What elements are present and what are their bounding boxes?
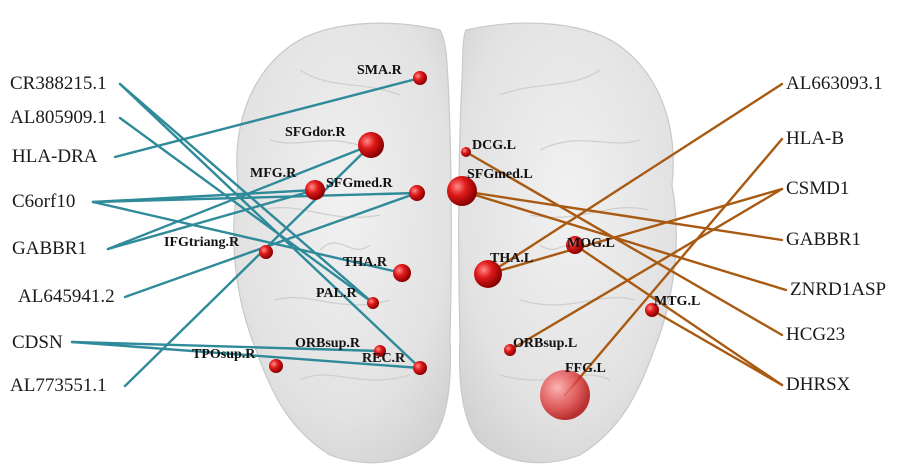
gene-label-left-cdsn: CDSN [12, 332, 63, 353]
region-label-sma-r: SMA.R [357, 63, 403, 78]
gene-label-left-c6orf10: C6orf10 [12, 191, 75, 212]
node-tposup-r [269, 359, 283, 373]
region-label-tposup-r: TPOsup.R [192, 347, 256, 362]
node-sfgdor-r [358, 132, 384, 158]
region-label-tha-r: THA.R [343, 255, 388, 270]
gene-label-left-cr388215.1: CR388215.1 [10, 73, 107, 94]
gene-label-right-hla-b: HLA-B [786, 128, 844, 149]
gene-label-right-hcg23: HCG23 [786, 324, 845, 345]
node-dcg-l [461, 147, 471, 157]
region-label-pal-r: PAL.R [316, 286, 357, 301]
gene-label-left-al805909.1: AL805909.1 [10, 107, 107, 128]
gene-label-left-al773551.1: AL773551.1 [10, 375, 107, 396]
node-rec-r [413, 361, 427, 375]
gene-label-right-al663093.1: AL663093.1 [786, 73, 883, 94]
node-ifgtriang-r [259, 245, 273, 259]
gene-label-right-csmd1: CSMD1 [786, 178, 849, 199]
node-tha-r [393, 264, 411, 282]
region-label-orbsup-l: ORBsup.L [513, 336, 577, 351]
region-label-rec-r: REC.R [362, 351, 406, 366]
node-mfg-r [305, 180, 325, 200]
gene-label-left-al645941.2: AL645941.2 [18, 286, 115, 307]
node-pal-r [367, 297, 379, 309]
region-label-mtg-l: MTG.L [654, 294, 700, 309]
gene-label-right-dhrsx: DHRSX [786, 374, 851, 395]
node-sfgmed-r [409, 185, 425, 201]
gene-label-left-gabbr1: GABBR1 [12, 238, 87, 259]
region-label-dcg-l: DCG.L [472, 138, 516, 153]
gene-label-left-hla-dra: HLA-DRA [12, 146, 98, 167]
gene-label-right-gabbr1-l: GABBR1 [786, 229, 861, 250]
region-label-sfgmed-r: SFGmed.R [326, 176, 393, 191]
region-label-mfg-r: MFG.R [250, 166, 297, 181]
region-label-ifgtriang-r: IFGtriang.R [164, 235, 240, 250]
region-label-sfgdor-r: SFGdor.R [285, 125, 346, 140]
region-label-ffg-l: FFG.L [565, 361, 606, 376]
region-label-sfgmed-l: SFGmed.L [467, 167, 533, 182]
gene-label-right-znrd1asp: ZNRD1ASP [790, 279, 886, 300]
region-label-orbsup-r: ORBsup.R [295, 336, 361, 351]
link-dhrsx-mtg.l [652, 310, 782, 385]
region-label-tha-l: THA.L [490, 251, 533, 266]
node-sma-r [413, 71, 427, 85]
region-label-mog-l: MOG.L [567, 236, 615, 251]
node-ffg-l [540, 370, 590, 420]
